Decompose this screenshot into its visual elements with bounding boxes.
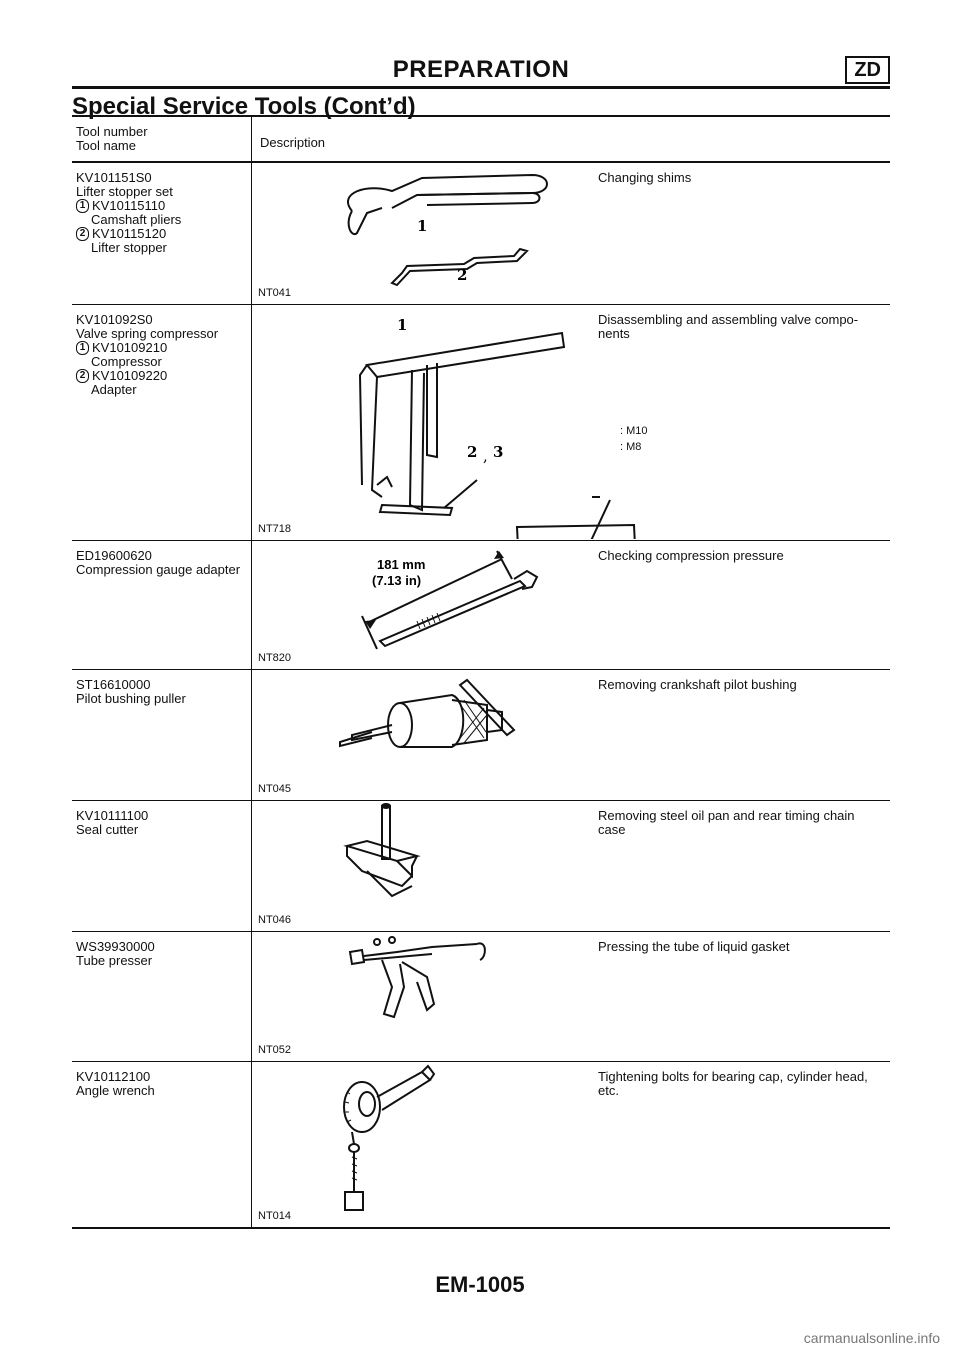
description: Disassembling and assembling valve compo… [598,312,859,341]
figure-cell: 1 2 NT041 [252,163,592,304]
table-row: KV10111100 Seal cutter NT046 Removing st… [72,801,890,932]
tool-name: Angle wrench [76,1083,155,1098]
camshaft-pliers-figure: 1 2 [347,173,548,287]
table-header: Tool number Tool name Description [72,117,890,163]
tool-number: ED19600620 [76,548,152,563]
figure-code: NT052 [258,1044,292,1056]
dimension-mm: 181 mm [377,557,425,572]
tool-cell: KV10112100 Angle wrench [72,1062,252,1227]
figure-cell: 181 mm (7.13 in) NT820 [252,541,592,669]
tool-cell: ST16610000 Pilot bushing puller [72,670,252,800]
callout-1: 1 [417,217,427,235]
mark-2: 2 [76,369,89,383]
description: Checking compression pressure [598,548,784,563]
sub-name: Camshaft pliers [91,212,182,227]
sub-number: KV10115110 [92,198,166,213]
figure-code: NT041 [258,287,292,299]
header-tool: Tool number Tool name [72,117,252,161]
callout-2: 2 [457,266,467,284]
figure-code: NT045 [258,783,292,795]
description: Removing steel oil pan and rear timing c… [598,808,855,837]
tool-name: Pilot bushing puller [76,691,186,706]
figure-cell: NT052 [252,932,592,1061]
tool-number: KV10111100 [76,808,149,823]
tool-cell: ED19600620 Compression gauge adapter [72,541,252,669]
sub-number: KV10109210 [92,340,168,355]
angle-wrench-figure [343,1064,436,1211]
description: Removing crankshaft pilot bushing [598,677,797,692]
tube-presser-figure [348,936,486,1019]
tool-name: Compression gauge adapter [76,562,241,577]
description: Changing shims [598,170,692,185]
header-description: Description [260,135,326,150]
callout-2: 2 [467,443,477,461]
figure-cell: 1 2 , 3 NT718 [252,305,636,540]
description: Tightening bolts for bearing cap, cylind… [598,1069,868,1098]
callout-3: 3 [493,443,503,461]
sub-number: KV10109220 [92,368,168,383]
mark-1: 1 [76,199,89,213]
dimension-in: (7.13 in) [372,573,421,588]
tool-cell: WS39930000 Tube presser [72,932,252,1061]
tool-number: KV10112100 [76,1069,151,1084]
figure-code: NT046 [258,914,292,926]
tool-number: KV101092S0 [76,312,153,327]
thread-m10: : M10 [620,425,648,437]
thread-m8: : M8 [620,441,642,453]
figure-cell: NT046 [252,801,592,931]
callout-1: 1 [397,316,407,334]
mark-1: 1 [76,341,89,355]
table-row: WS39930000 Tube presser NT052 Pressing t… [72,932,890,1062]
tools-table: Tool number Tool name Description KV1011… [72,115,890,1229]
header-rule [72,86,890,89]
tool-name: Lifter stopper set [76,184,173,199]
table-row: ST16610000 Pilot bushing puller [72,670,890,801]
table-row: ED19600620 Compression gauge adapter [72,541,890,670]
page-number: EM-1005 [435,1272,525,1297]
description: Pressing the tube of liquid gasket [598,939,790,954]
sub-number: KV10115120 [92,226,167,241]
figure-code: NT820 [258,652,292,664]
page-title: PREPARATION [392,56,570,83]
sub-name: Compressor [91,354,162,369]
tool-number: ST16610000 [76,677,151,692]
pilot-bushing-puller-figure [339,678,516,748]
figure-cell: NT045 [252,670,592,800]
tool-name: Valve spring compressor [76,326,219,341]
callout-comma: , [483,447,488,465]
seal-cutter-figure [343,803,421,898]
thread-sizes: : M10 : M8 [620,423,648,455]
sub-name: Lifter stopper [91,240,167,255]
figure-code: NT014 [258,1210,292,1222]
page-header: PREPARATION ZD Special Service Tools (Co… [72,48,890,123]
tool-number: WS39930000 [76,939,155,954]
description-cell: Disassembling and assembling valve compo… [592,305,890,540]
compression-gauge-adapter-figure: 181 mm (7.13 in) [361,550,539,650]
sub-name: Adapter [91,382,137,397]
figure-code: NT718 [258,523,292,535]
tool-number: KV101151S0 [76,170,152,185]
figure-cell: NT014 [252,1062,592,1227]
tool-name: Tube presser [76,953,153,968]
tool-name: Seal cutter [76,822,139,837]
valve-spring-compressor-figure: 1 2 , 3 [358,316,636,539]
mark-2: 2 [76,227,89,241]
section-badge: ZD [845,56,890,84]
watermark: carmanualsonline.info [803,1330,940,1346]
header-tool-number: Tool number [76,124,148,139]
header-tool-name: Tool name [76,138,136,153]
table-row: KV10112100 Angle wrench [72,1062,890,1227]
tool-cell: KV10111100 Seal cutter [72,801,252,931]
